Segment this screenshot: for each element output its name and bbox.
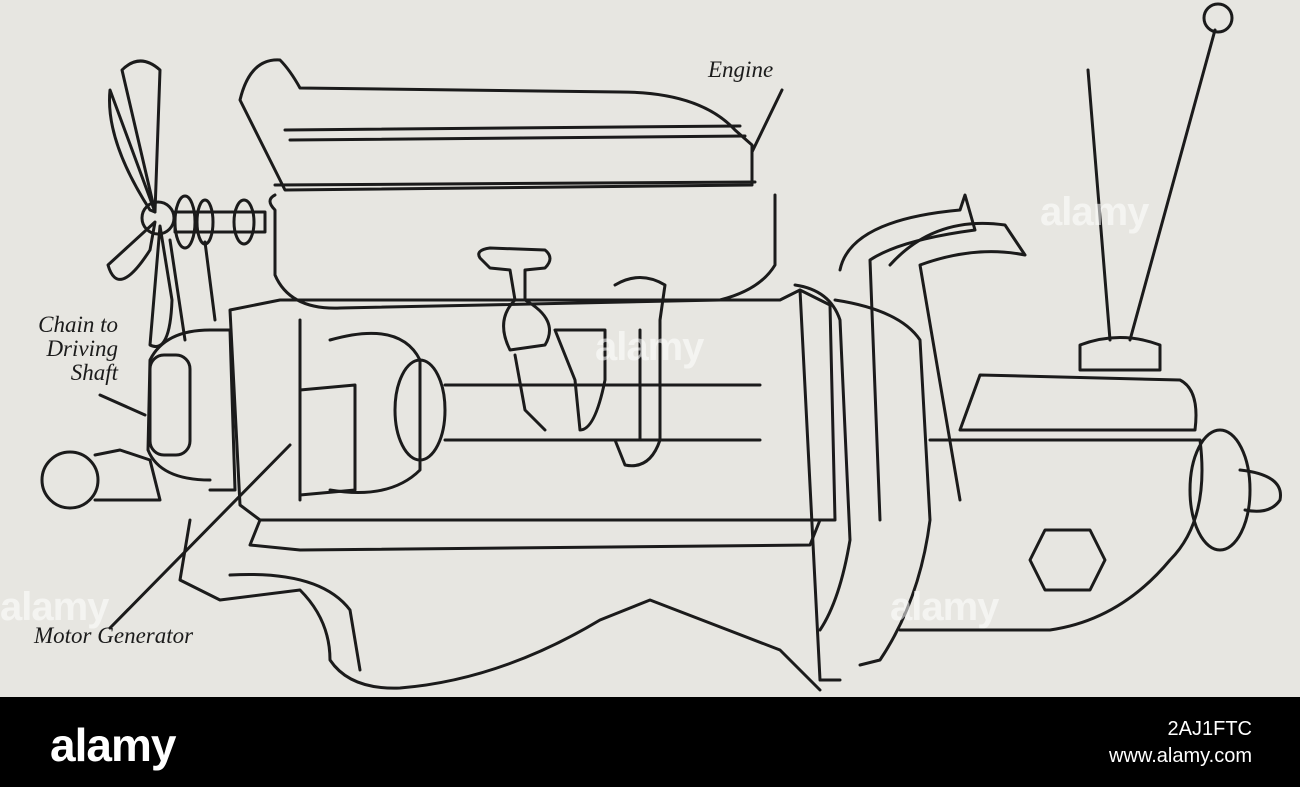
engine-label: Engine — [708, 57, 774, 82]
engine-illustration — [40, 2, 1282, 692]
pedal-icon — [838, 193, 1027, 522]
chain-label-line-3: Shaft — [70, 360, 118, 385]
watermark: alamy — [0, 585, 109, 629]
intake-pipe — [613, 276, 667, 468]
watermark: alamy — [890, 585, 999, 629]
flywheel-housing — [793, 283, 932, 682]
watermark: alamy — [595, 325, 704, 369]
callout-leaders — [98, 88, 784, 630]
watermark: alamy — [1040, 190, 1149, 234]
chain-label-line-2: Driving — [46, 336, 118, 361]
alamy-logo: alamy — [50, 719, 176, 771]
fan-icon — [106, 59, 176, 348]
cylinder-head — [238, 58, 777, 310]
image-id: 2AJ1FTC — [1167, 718, 1252, 740]
motor-generator-label: Motor Generator — [34, 623, 194, 648]
engine-block — [228, 288, 837, 552]
transmission — [898, 373, 1282, 632]
image-id-block: 2AJ1FTC www.alamy.com — [1109, 716, 1252, 770]
chain-label-line-1: Chain to — [38, 312, 118, 337]
site-url: www.alamy.com — [1109, 745, 1252, 767]
chain-to-driving-shaft-label: Chain to Driving Shaft — [0, 313, 118, 385]
chain-cover — [146, 328, 237, 492]
oil-pan — [40, 448, 822, 692]
footer-bar — [0, 697, 1300, 787]
gear-lever-icon — [1078, 2, 1234, 372]
engine-diagram: Engine Chain to Driving Shaft Motor Gene… — [0, 2, 1282, 692]
carburetor-icon — [477, 246, 607, 432]
pulley-icon — [168, 194, 267, 342]
